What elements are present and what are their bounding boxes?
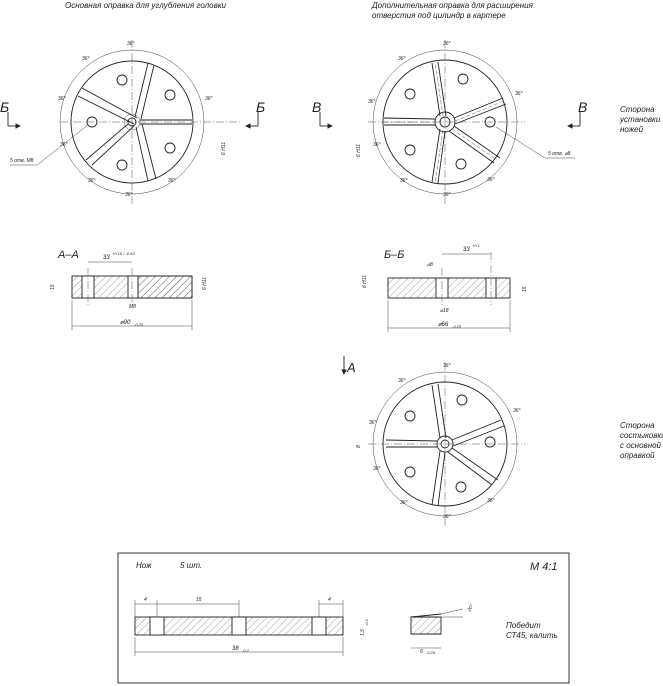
knife-dim-length: 38 [232,646,239,652]
angle-label: 36° [515,91,523,97]
angle-label: 36° [127,41,135,47]
dim-aa-diameter-tol: -0.25 [134,322,144,327]
knife-frame: Нож 5 шт. М 4:1 4 15 4 38 -0.2 1,5 -0.1 … [117,552,570,684]
dim-aa-hole: М8 [129,304,136,310]
section-marker-a: А [346,360,356,375]
knife-slot-dim: 6 Н11 [356,144,362,157]
knife-dim-length-tol: -0.2 [242,648,250,653]
dim-bb-hole: ⌀18 [440,308,449,314]
knife-slot-dim: 6 Н11 [221,142,227,155]
angle-label: 36° [125,192,133,198]
view-a-disc: А 36° 36° 36° 36° 36° 36° 36° 36° 8 Стор… [341,356,663,527]
angle-label: 36° [400,178,408,184]
side-note-2-line: оправкой [620,451,655,460]
section-aa: А–А 33 +0.15 / -0.62 15 6 Н11 М8 ⌀90 -0.… [50,249,208,330]
knife-dim-right: 4 [328,597,331,603]
side-note-2-line: Сторона [620,421,655,430]
dim-aa-height: 15 [50,284,56,290]
dim-bb-bore: ⌀8 [427,262,433,268]
angle-label: 36° [398,56,406,62]
side-note-2-line: состыковки [620,431,663,440]
knife-scale-code: М 4:1 [530,561,558,573]
knife-material-2: СТ45, калить [506,631,558,640]
angle-label: 36° [487,177,495,183]
dim-bb-top: 33 [463,247,470,253]
side-note-1-line: ножей [620,125,644,134]
section-marker-v: В [312,99,321,115]
knife-dim-left: 4 [144,597,147,603]
angle-label: 36° [487,498,495,504]
angle-label: 36° [369,420,377,426]
angle-label: 36° [443,41,451,47]
knife-slot-dim: 8 [356,445,362,448]
extra-mandrel-view: 36° 36° 36° 36° 36° 36° 36° 36° В В 5 от… [312,40,661,205]
knife-dim-mid: 15 [196,597,202,603]
angle-label: 36° [400,500,408,506]
angle-label: 36° [60,142,68,148]
section-marker-v: В [578,99,587,115]
right-view-title-line1: Дополнительная оправка для расширения [371,1,534,10]
angle-label: 36° [58,96,66,102]
knife-qty: 5 шт. [180,561,202,570]
dim-bb-slot: 6 Н11 [362,275,368,288]
holes-note: 5 отв. М8 [10,158,34,164]
knife-material-1: Победит [506,621,541,630]
knife-dim-height: 1,5 [360,629,366,636]
side-note-1-line: установки [619,115,661,124]
angle-label: 36° [443,192,451,198]
angle-label: 36° [398,378,406,384]
angle-label: 36° [443,363,451,369]
knife-dim-height-tol: -0.1 [364,619,369,626]
knife-dim-width-tol: -0.25 [426,650,436,655]
angle-label: 36° [82,56,90,62]
knife-dim-width: 6 [420,649,423,655]
dim-aa-diameter: ⌀90 [120,320,131,326]
angle-label: 36° [373,466,381,472]
section-marker-b: Б [0,99,9,115]
left-view-title: Основная оправка для углубления головки [65,1,227,10]
angle-label: 36° [205,96,213,102]
dim-bb-height: 15 [522,286,528,292]
angle-label: 36° [368,99,376,105]
side-note-1-line: Сторона [620,105,655,114]
angle-label: 36° [513,408,521,414]
knife-label: Нож [136,561,152,570]
angle-label: 36° [443,514,451,520]
dim-aa-top-tol: +0.15 / -0.62 [112,251,135,256]
dim-bb-diameter-tol: -0.25 [452,324,462,329]
side-note-2-line: с основной [620,441,662,450]
angle-label: 36° [168,178,176,184]
section-bb: Б–Б 33 +0.1 ⌀8 6 Н11 ⌀18 15 ⌀66 -0.25 [362,243,528,332]
section-marker-b: Б [256,99,265,115]
dim-aa-slot: 6 Н11 [202,277,208,290]
section-aa-title: А–А [57,249,79,261]
dim-bb-top-tol: +0.1 [472,243,480,248]
holes-note: 5 отв. ⌀8 [548,151,571,157]
angle-label: 36° [373,142,381,148]
section-bb-title: Б–Б [384,249,404,261]
knife-dim-angle: 20° [466,603,475,613]
angle-label: 36° [88,178,96,184]
right-view-title-line2: отверстия под цилиндр в картере [372,11,506,20]
dim-bb-diameter: ⌀66 [438,322,449,328]
dim-aa-top: 33 [103,255,110,261]
main-mandrel-view: 36° 36° 36° 36° 36° 36° 36° 36° Б Б 5 от… [0,40,265,205]
